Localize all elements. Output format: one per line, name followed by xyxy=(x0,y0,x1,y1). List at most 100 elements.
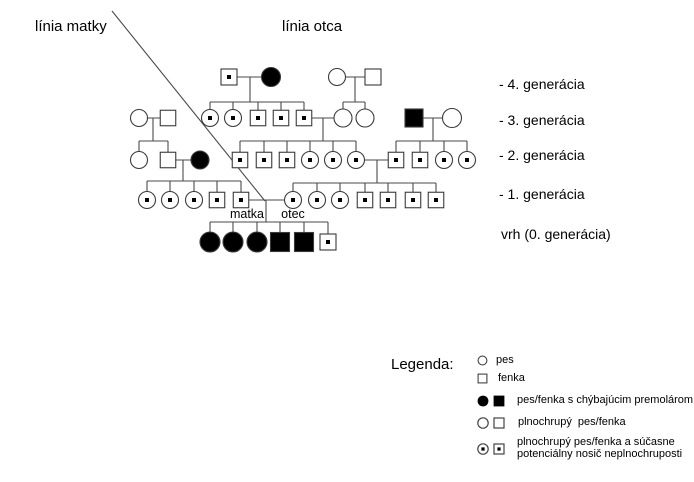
pedigree-symbol-square-dot xyxy=(379,191,397,209)
carrier-dot xyxy=(208,116,212,120)
pedigree-symbol-circle-dot xyxy=(457,150,477,170)
pedigree-symbol-circle-filled xyxy=(222,231,244,253)
pedigree-symbol-square-dot xyxy=(319,233,337,251)
carrier-dot xyxy=(192,198,196,202)
pedigree-symbol-square-dot xyxy=(387,151,405,169)
carrier-dot xyxy=(256,116,260,120)
pedigree-symbol-circle-dot xyxy=(200,108,220,128)
legend-icons xyxy=(477,442,505,455)
mother-label: matka xyxy=(229,207,265,221)
pedigree-symbol-square-empty xyxy=(159,151,177,169)
legend-icons xyxy=(477,395,505,407)
pedigree-symbol-circle-empty xyxy=(355,108,375,128)
pedigree-symbol-circle-dot xyxy=(434,150,454,170)
pedigree-symbol-square-dot xyxy=(249,109,267,127)
carrier-dot xyxy=(231,116,235,120)
carrier-dot xyxy=(238,158,242,162)
pedigree-symbol-circle-dot xyxy=(283,190,303,210)
carrier-dot xyxy=(338,198,342,202)
father-label: otec xyxy=(281,207,305,221)
carrier-dot xyxy=(465,158,469,162)
generation-label-4: - 4. generácia xyxy=(499,76,585,92)
generation-label-1: - 1. generácia xyxy=(499,186,585,202)
carrier-dot xyxy=(354,158,358,162)
father-line-title: línia otca xyxy=(282,18,343,35)
pedigree-symbol-circle-dot xyxy=(307,190,327,210)
pedigree-symbol-circle-dot xyxy=(330,190,350,210)
pedigree-symbol-square-dot xyxy=(404,191,422,209)
pedigree-symbol-circle-dot xyxy=(323,150,343,170)
pedigree-symbol-circle-empty xyxy=(129,108,149,128)
carrier-dot xyxy=(411,198,415,202)
pedigree-symbol-circle-dot xyxy=(137,190,157,210)
legend-item-text: fenka xyxy=(498,372,525,384)
carrier-dot xyxy=(262,158,266,162)
pedigree-symbol-square-dot xyxy=(411,151,429,169)
pedigree-symbol-square-dot xyxy=(356,191,374,209)
legend-item-full-dentition: plnochrupý pes/fenka xyxy=(477,417,626,429)
pedigree-symbol-square-dot xyxy=(295,109,313,127)
pedigree-symbol-square-dot xyxy=(232,191,250,209)
carrier-dot xyxy=(291,198,295,202)
pedigree-symbol-circle-dot xyxy=(223,108,243,128)
pedigree-symbol-square-dot xyxy=(231,151,249,169)
generation-label-3: - 3. generácia xyxy=(499,112,585,128)
legend-item-carrier: plnochrupý pes/fenka a súčasne potenciál… xyxy=(477,436,694,460)
carrier-dot xyxy=(285,158,289,162)
legend-item-female: fenka xyxy=(477,372,525,385)
pedigree-symbol-square-dot xyxy=(278,151,296,169)
carrier-dot xyxy=(386,198,390,202)
mother-line-title: línia matky xyxy=(35,18,107,35)
carrier-square-icon xyxy=(493,442,505,455)
pedigree-symbol-circle-dot xyxy=(184,190,204,210)
carrier-dot xyxy=(315,198,319,202)
carrier-dot xyxy=(239,198,243,202)
legend-icons xyxy=(477,373,488,384)
legend-item-text: pes xyxy=(496,354,514,366)
carrier-dot xyxy=(418,158,422,162)
generation-label-2: - 2. generácia xyxy=(499,147,585,163)
pedigree-symbol-square-dot xyxy=(208,191,226,209)
carrier-circle-icon xyxy=(477,442,489,455)
legend-icons xyxy=(477,417,505,429)
pedigree-symbol-circle-dot xyxy=(160,190,180,210)
carrier-dot xyxy=(308,158,312,162)
carrier-dot xyxy=(168,198,172,202)
pedigree-symbol-circle-empty xyxy=(441,107,463,129)
legend-item-text: pes/fenka s chýbajúcim premolárom xyxy=(517,394,694,407)
pedigree-symbol-circle-filled xyxy=(199,231,221,253)
female-square-icon xyxy=(477,373,488,384)
legend-icons xyxy=(477,355,488,366)
pedigree-symbol-square-dot xyxy=(272,109,290,127)
clear-circle-icon xyxy=(477,417,489,429)
mother-father-divider-line xyxy=(111,10,266,202)
pedigree-symbol-circle-filled xyxy=(246,231,268,253)
carrier-dot xyxy=(215,198,219,202)
carrier-dot xyxy=(302,116,306,120)
legend-item-missing-premolar: pes/fenka s chýbajúcim premolárom xyxy=(477,395,693,407)
pedigree-symbol-square-filled xyxy=(293,231,315,253)
carrier-dot xyxy=(326,240,330,244)
pedigree-symbol-circle-dot xyxy=(300,150,320,170)
carrier-dot xyxy=(434,198,438,202)
pedigree-symbol-square-empty xyxy=(159,109,177,127)
pedigree-symbol-square-filled xyxy=(269,231,291,253)
pedigree-symbol-square-dot xyxy=(220,68,238,86)
pedigree-symbol-circle-filled xyxy=(190,150,210,170)
carrier-dot xyxy=(394,158,398,162)
pedigree-symbol-circle-filled xyxy=(260,66,282,88)
clear-square-icon xyxy=(493,417,505,429)
male-circle-icon xyxy=(477,355,488,366)
carrier-dot xyxy=(279,116,283,120)
legend-item-male: pes xyxy=(477,354,514,367)
carrier-dot xyxy=(331,158,335,162)
affected-circle-icon xyxy=(477,395,489,407)
pedigree-symbol-circle-dot xyxy=(346,150,366,170)
pedigree-symbol-square-filled xyxy=(404,108,424,128)
affected-square-icon xyxy=(493,395,505,407)
pedigree-symbol-circle-empty xyxy=(327,67,347,87)
pedigree-symbol-circle-empty xyxy=(333,108,353,128)
generation-label-litter: vrh (0. generácia) xyxy=(501,226,611,242)
